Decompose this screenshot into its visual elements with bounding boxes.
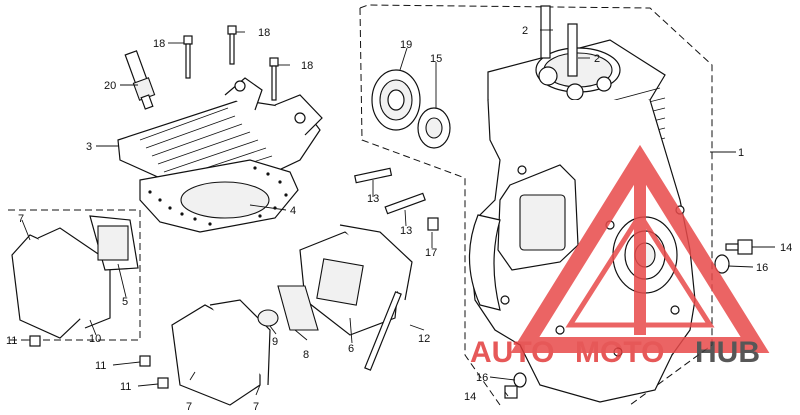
callout-11-left: 11 bbox=[6, 335, 17, 347]
callout-10: 10 bbox=[89, 333, 101, 345]
callout-labels: 1 2 2 3 4 5 6 7 7 7 8 9 10 11 11 11 12 1… bbox=[6, 25, 792, 413]
callout-17: 17 bbox=[425, 247, 437, 259]
callout-6: 6 bbox=[348, 343, 354, 355]
side-cover-left bbox=[11, 215, 139, 339]
callout-14-bottom: 14 bbox=[464, 391, 476, 403]
callout-20: 20 bbox=[104, 80, 116, 92]
callout-16-right: 16 bbox=[756, 262, 768, 274]
callout-18-right: 18 bbox=[301, 60, 313, 72]
callout-13-lower: 13 bbox=[400, 225, 412, 237]
breather-plate bbox=[299, 224, 413, 336]
watermark-logo: AUTO MOTO HUB bbox=[470, 144, 770, 369]
callout-1: 1 bbox=[738, 147, 744, 159]
watermark-text-auto: AUTO bbox=[470, 336, 554, 369]
side-cover-bottom bbox=[171, 299, 279, 406]
watermark-text-hub: HUB bbox=[695, 336, 760, 369]
dowel-pins bbox=[540, 5, 578, 77]
callout-9: 9 bbox=[272, 336, 278, 348]
group-outline-side-cover bbox=[8, 209, 141, 341]
callout-11-low: 11 bbox=[120, 381, 131, 393]
spark-plug bbox=[124, 50, 156, 110]
callout-18-left: 18 bbox=[153, 38, 165, 50]
head-gasket bbox=[139, 159, 299, 233]
small-bolts bbox=[29, 335, 169, 389]
callout-7-bottom-b: 7 bbox=[253, 401, 259, 413]
head-bolts bbox=[183, 25, 279, 101]
drain-bolt-bottom bbox=[504, 372, 527, 399]
callout-2-upper: 2 bbox=[522, 25, 528, 37]
callout-8: 8 bbox=[303, 349, 309, 361]
group-outline-cylinder bbox=[359, 4, 713, 406]
callout-15: 15 bbox=[430, 53, 442, 65]
callout-19: 19 bbox=[400, 39, 412, 51]
callout-5: 5 bbox=[122, 296, 128, 308]
callout-18-mid: 18 bbox=[258, 27, 270, 39]
callout-3: 3 bbox=[86, 141, 92, 153]
callout-13-upper: 13 bbox=[367, 193, 379, 205]
watermark-triangle-icon bbox=[510, 144, 770, 353]
callout-12: 12 bbox=[418, 333, 430, 345]
long-stud bbox=[364, 291, 402, 371]
callout-7-bottom-a: 7 bbox=[186, 401, 192, 413]
studs bbox=[354, 167, 439, 231]
bearing-and-seal bbox=[371, 69, 451, 149]
callout-2-lower: 2 bbox=[594, 53, 600, 65]
callout-7-left: 7 bbox=[18, 213, 24, 225]
filter-element bbox=[277, 285, 319, 331]
leader-lines bbox=[21, 29, 775, 397]
watermark-text-moto: MOTO bbox=[575, 336, 664, 369]
callout-16-bottom: 16 bbox=[476, 372, 488, 384]
callout-11-mid: 11 bbox=[95, 360, 106, 372]
drain-bolt-right bbox=[714, 239, 753, 274]
callout-14-right: 14 bbox=[780, 242, 792, 254]
callout-4: 4 bbox=[290, 205, 296, 217]
